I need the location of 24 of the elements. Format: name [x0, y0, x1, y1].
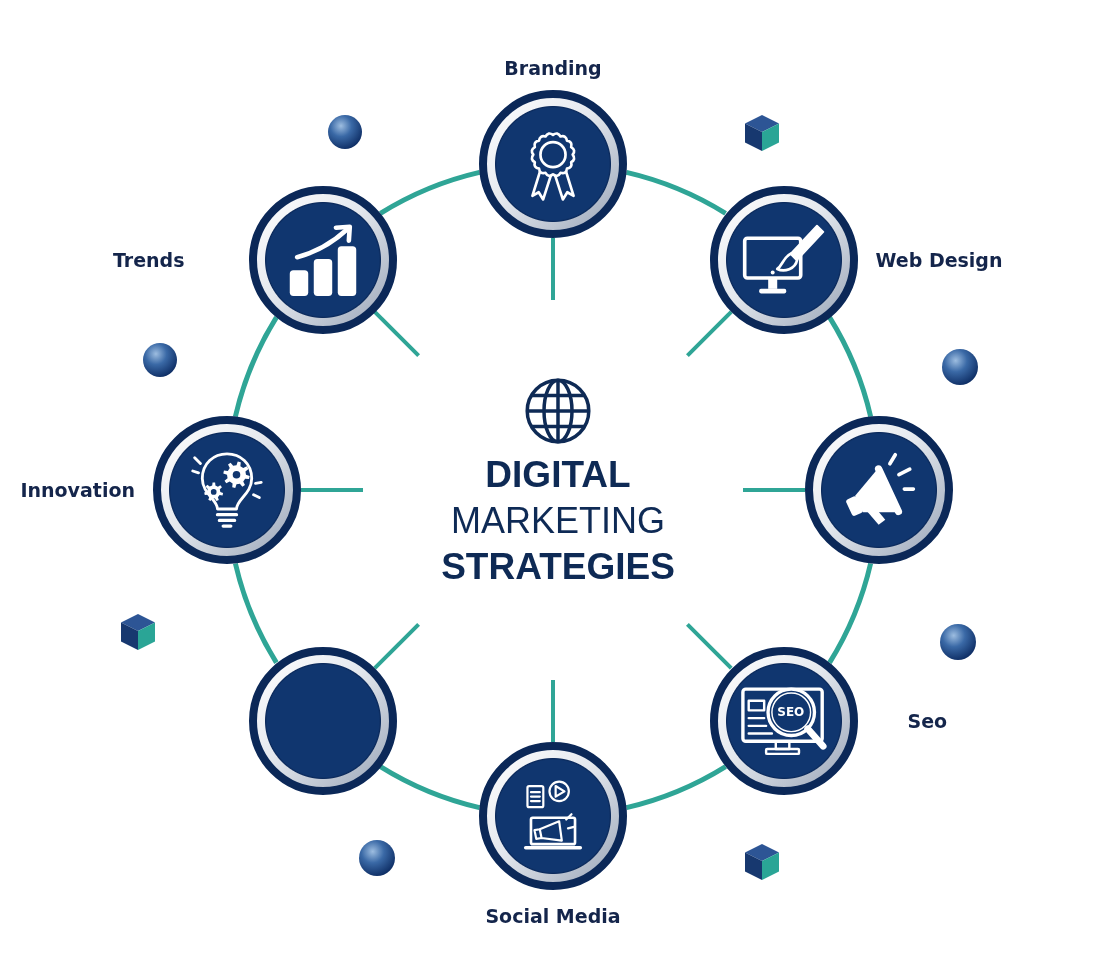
lens-label: SEO — [777, 704, 805, 719]
spoke-line — [551, 680, 555, 742]
node-label: Innovation — [20, 478, 135, 502]
ring-arc — [827, 562, 873, 664]
spoke-line — [743, 488, 805, 492]
spoke-line — [686, 310, 733, 357]
node-label: Branding — [504, 56, 602, 80]
ring-arc — [625, 170, 727, 216]
ring-arc — [827, 316, 873, 418]
node-label: Web Design — [875, 247, 1003, 272]
spoke-line — [301, 488, 363, 492]
center-title: DIGITAL MARKETING STRATEGIES — [441, 453, 675, 589]
node-label: Seo — [907, 708, 948, 733]
ring-arc — [233, 562, 279, 664]
spoke-line — [551, 238, 555, 300]
ring-arc — [233, 316, 279, 418]
ring-arc — [625, 764, 727, 810]
node-label: Trends — [112, 247, 185, 272]
spoke-line — [373, 623, 420, 670]
node-label: Social Media — [485, 904, 621, 928]
ring-arc — [379, 764, 481, 810]
ring-arc — [379, 170, 481, 216]
spoke-line — [686, 623, 733, 670]
spoke-line — [373, 310, 420, 357]
